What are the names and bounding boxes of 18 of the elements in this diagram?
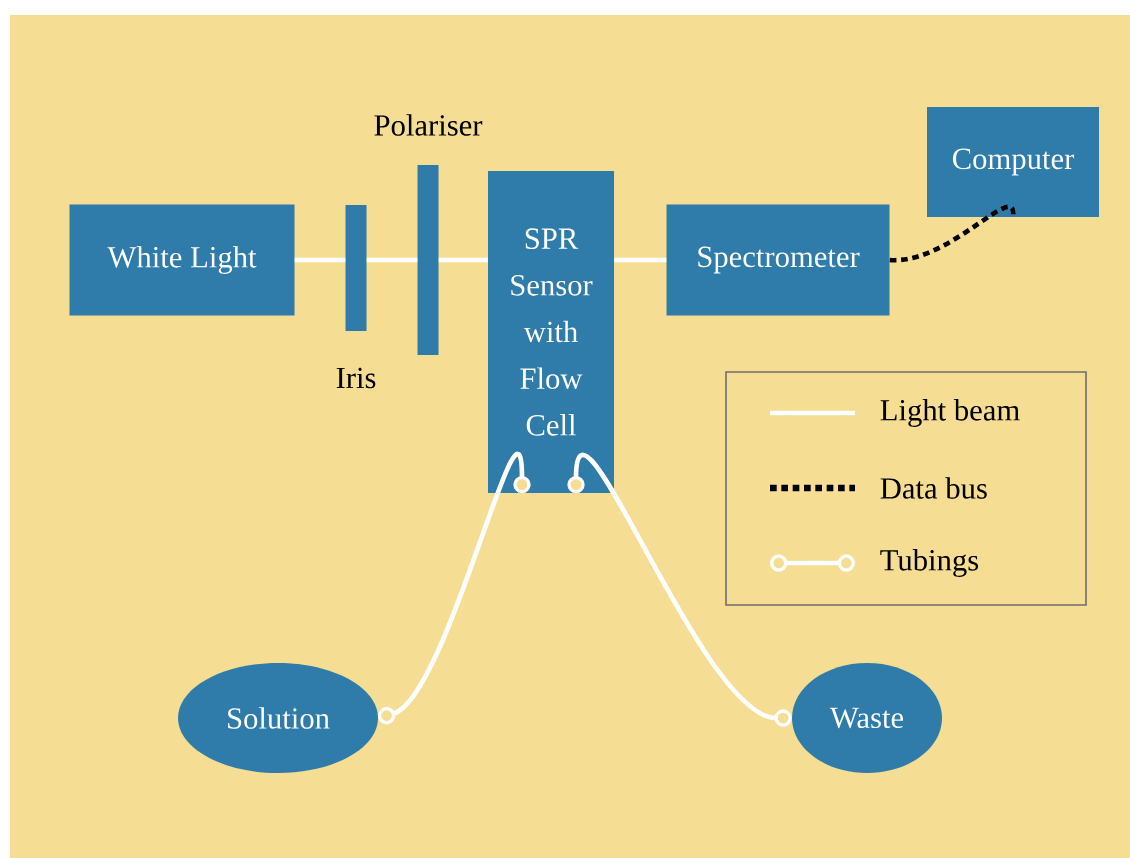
tubing-line [377,453,531,725]
legend-text: Tubings [880,549,979,577]
component-box: Computer [927,107,1099,217]
node-label: Iris [336,367,376,389]
component-box: Spectrometer [666,204,890,316]
legend-text: Data bus [880,477,987,499]
connector-line [889,204,1016,263]
connector-line [366,257,418,263]
tubing-line [567,453,792,727]
legend-text: Light beam [880,399,1020,427]
component-box: White Light [69,204,295,316]
connector-line [438,257,488,263]
connector-line [614,257,667,263]
optical-element-bar: Polariser [374,114,483,355]
connector-line [294,257,346,263]
optical-element-bar: Iris [336,205,376,389]
node-label: Polariser [374,114,483,136]
component-box: SPR Sensor with Flow Cell [488,171,614,493]
